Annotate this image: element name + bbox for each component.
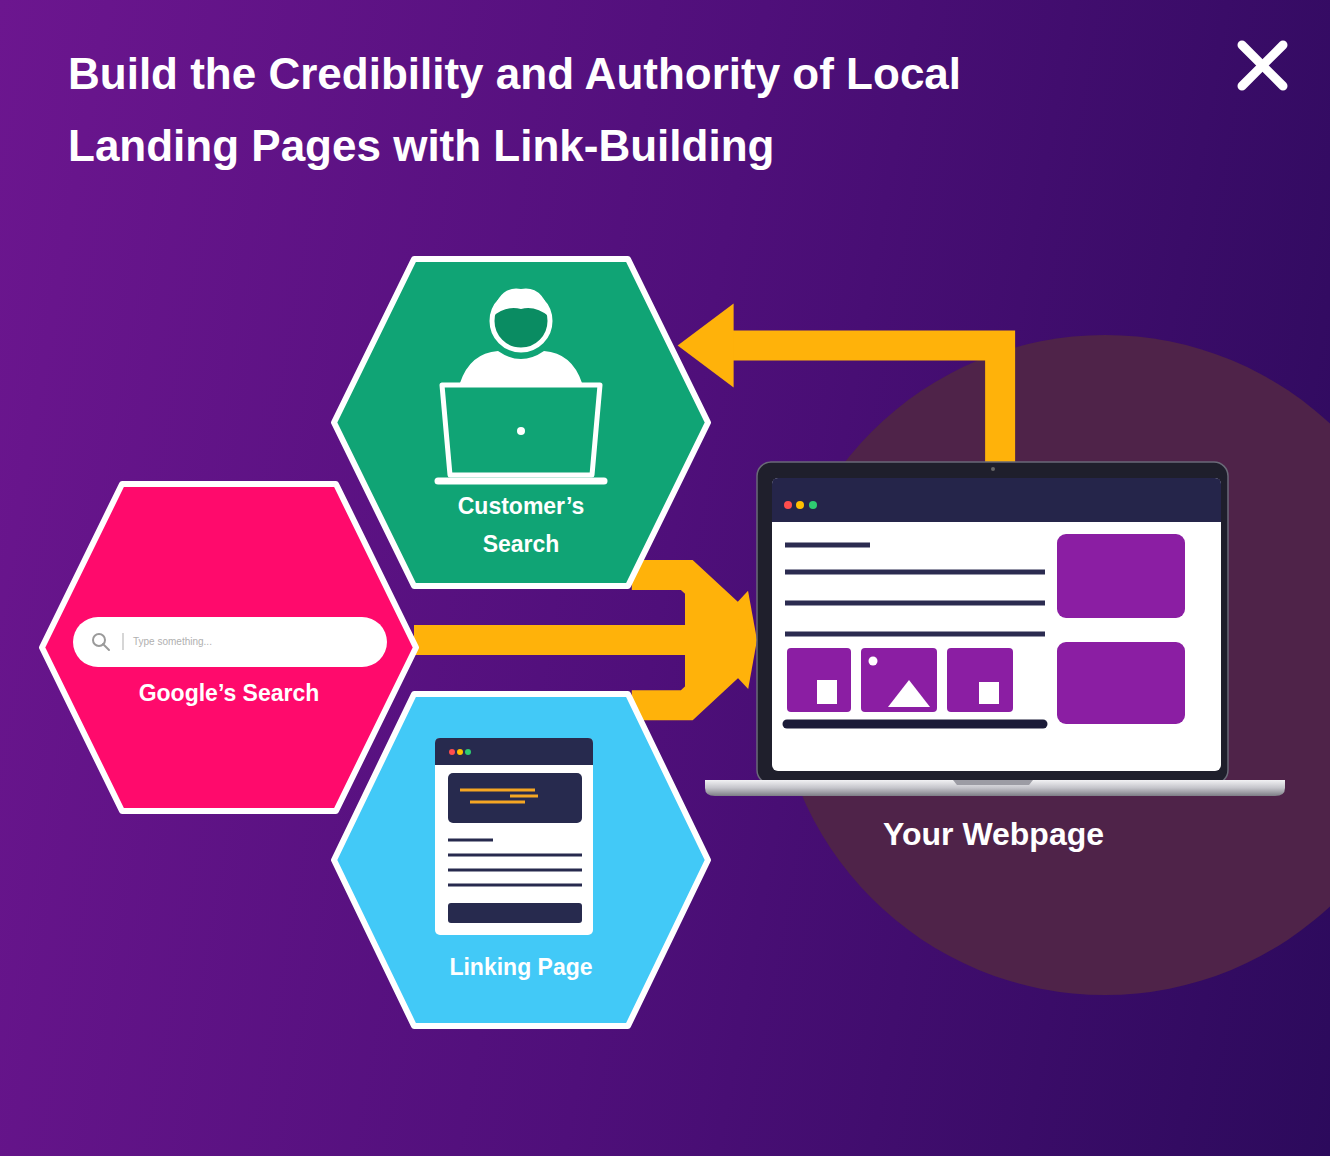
hexagon-outline bbox=[42, 484, 416, 811]
node-label: Google’s Search bbox=[79, 678, 379, 708]
hexagon-node: Customer’s Search bbox=[330, 255, 712, 590]
customer-icon bbox=[438, 289, 604, 481]
hexagon-node: Google’s Search bbox=[38, 480, 420, 815]
node-label: Customer’s Search bbox=[426, 487, 616, 563]
hexagon-shape bbox=[38, 480, 420, 815]
linking-page-icon bbox=[435, 738, 593, 935]
search-bar bbox=[73, 617, 387, 667]
arrow-head bbox=[685, 560, 757, 720]
laptop-node: Your Webpage bbox=[757, 462, 1230, 860]
hexagon-node: Linking Page bbox=[330, 690, 712, 1030]
flow-arrow bbox=[678, 303, 1001, 462]
arrow-shaft bbox=[414, 625, 692, 655]
placeholder-text: Type something... bbox=[133, 636, 212, 647]
hexagon-outline bbox=[334, 694, 708, 1026]
hexagon-outline bbox=[334, 259, 708, 586]
laptop-illustration bbox=[757, 462, 1230, 860]
title: Build the Credibility and Authority of L… bbox=[68, 38, 1078, 182]
arrow-shaft bbox=[728, 345, 1000, 462]
node-label: Linking Page bbox=[396, 952, 646, 982]
brand-logo bbox=[1242, 45, 1283, 86]
node-label: Your Webpage bbox=[757, 814, 1230, 854]
laptop-illustration bbox=[705, 462, 1285, 796]
